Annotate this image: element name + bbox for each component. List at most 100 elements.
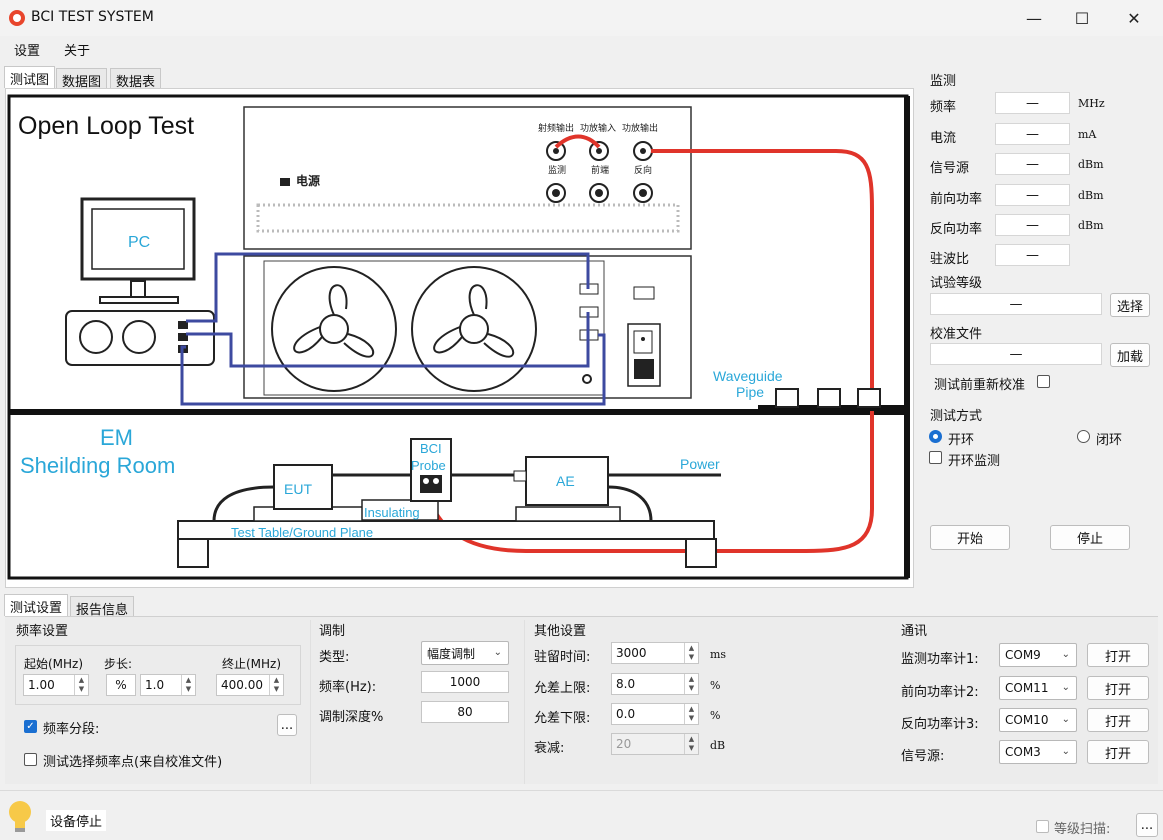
- upper-tolerance-spinner[interactable]: ▲▼: [684, 674, 698, 694]
- em-room-label-1: EM: [100, 425, 133, 450]
- monitor-unit-current: mA: [1078, 128, 1097, 141]
- lower-tolerance-input[interactable]: 0.0▲▼: [611, 703, 699, 725]
- close-button[interactable]: ✕: [1110, 0, 1158, 36]
- step-label: 步长:: [104, 657, 133, 671]
- minimize-icon: —: [1026, 8, 1042, 28]
- panel-divider: [310, 620, 311, 784]
- monitor-label-frequency: 频率: [930, 100, 957, 115]
- comm-port-reverse-select[interactable]: COM10⌄: [999, 708, 1077, 732]
- upper-tolerance-unit: %: [710, 679, 721, 692]
- calibration-title: 校准文件: [930, 327, 983, 342]
- panel-label-rf-out: 射频输出: [538, 122, 574, 133]
- monitor-value-vswr: —: [995, 244, 1070, 266]
- tab-data-table[interactable]: 数据表: [110, 68, 162, 90]
- dwell-input[interactable]: 3000▲▼: [611, 642, 699, 664]
- bci-label-1: BCI: [420, 441, 442, 456]
- status-bar: [0, 790, 1163, 840]
- freq-segment-checkbox[interactable]: ✓: [24, 720, 37, 733]
- step-unit: %: [106, 674, 136, 696]
- test-diagram-panel: Open Loop Test 射频输出 功放输入 功放输出 监测 前端 反向 电…: [5, 88, 914, 588]
- end-freq-value: 400.00: [221, 678, 263, 692]
- monitor-label-reverse: 反向功率: [930, 222, 983, 237]
- mod-freq-label: 频率(Hz):: [319, 680, 377, 695]
- monitor-unit-frequency: MHz: [1078, 97, 1105, 110]
- maximize-icon: ☐: [1074, 8, 1090, 28]
- calibration-file-value: —: [930, 343, 1102, 365]
- select-points-checkbox[interactable]: [24, 753, 37, 766]
- test-mode-title: 测试方式: [930, 409, 983, 424]
- open-forward-port-button[interactable]: 打开: [1087, 676, 1149, 700]
- level-scan-more-button[interactable]: ...: [1136, 813, 1158, 837]
- freq-settings-title: 频率设置: [16, 624, 69, 639]
- ae-label: AE: [556, 473, 575, 489]
- lower-tolerance-spinner[interactable]: ▲▼: [684, 704, 698, 724]
- recalibrate-checkbox[interactable]: [1037, 375, 1050, 388]
- tab-test-settings[interactable]: 测试设置: [4, 594, 69, 616]
- comm-port-monitor-select[interactable]: COM9⌄: [999, 643, 1077, 667]
- start-freq-spinner[interactable]: ▲▼: [74, 675, 88, 695]
- mod-type-select[interactable]: 幅度调制⌄: [421, 641, 509, 665]
- mod-depth-input[interactable]: 80: [421, 701, 509, 723]
- monitor-label-vswr: 驻波比: [930, 252, 970, 267]
- maximize-button[interactable]: ☐: [1058, 0, 1106, 36]
- select-points-label: 测试选择频率点(来自校准文件): [43, 755, 223, 770]
- title-bar: [0, 0, 1163, 36]
- tab-data-chart[interactable]: 数据图: [56, 68, 108, 90]
- start-freq-input[interactable]: 1.00▲▼: [23, 674, 89, 696]
- attenuation-spinner: ▲▼: [684, 734, 698, 754]
- mod-depth-label: 调制深度%: [319, 710, 384, 725]
- open-reverse-port-button[interactable]: 打开: [1087, 708, 1149, 732]
- mod-freq-input[interactable]: 1000: [421, 671, 509, 693]
- recalibrate-label: 测试前重新校准: [934, 378, 1026, 393]
- closed-loop-label: 闭环: [1096, 433, 1123, 448]
- bci-label-2: Probe: [411, 458, 446, 473]
- mod-type-label: 类型:: [319, 650, 350, 665]
- open-loop-radio[interactable]: [929, 430, 942, 443]
- panel-label-front: 前端: [591, 164, 609, 175]
- start-button[interactable]: 开始: [930, 525, 1010, 550]
- chevron-down-icon: ⌄: [1061, 649, 1070, 660]
- upper-tolerance-input[interactable]: 8.0 ▲▼: [611, 673, 699, 695]
- panel-label-amp-in: 功放输入: [580, 122, 616, 133]
- freq-segment-more-button[interactable]: ...: [277, 714, 297, 736]
- attenuation-unit: dB: [710, 739, 726, 752]
- chevron-down-icon: ⌄: [1061, 714, 1070, 725]
- comm-port-signal-select[interactable]: COM3⌄: [999, 740, 1077, 764]
- menu-about[interactable]: 关于: [64, 44, 91, 59]
- monitor-label-forward: 前向功率: [930, 192, 983, 207]
- upper-tolerance-value: 8.0: [616, 677, 636, 691]
- attenuation-label: 衰减:: [534, 741, 565, 756]
- freq-segment-label: 频率分段:: [43, 722, 100, 737]
- open-signal-port-button[interactable]: 打开: [1087, 740, 1149, 764]
- attenuation-input: 20▲▼: [611, 733, 699, 755]
- minimize-button[interactable]: —: [1010, 0, 1058, 36]
- dwell-unit: ms: [710, 648, 727, 661]
- load-calibration-button[interactable]: 加载: [1110, 343, 1150, 367]
- comm-port-signal-value: COM3: [1005, 745, 1041, 759]
- end-freq-input[interactable]: 400.00 ▲▼: [216, 674, 284, 696]
- monitor-unit-forward: dBm: [1078, 189, 1104, 202]
- closed-loop-radio[interactable]: [1077, 430, 1090, 443]
- open-monitor-port-button[interactable]: 打开: [1087, 643, 1149, 667]
- monitor-label-signal: 信号源: [930, 161, 970, 176]
- comm-title: 通讯: [901, 624, 928, 639]
- comm-port-forward-value: COM11: [1005, 681, 1049, 695]
- level-scan-checkbox[interactable]: [1036, 820, 1049, 833]
- open-loop-monitor-checkbox[interactable]: [929, 451, 942, 464]
- menu-settings[interactable]: 设置: [14, 44, 41, 59]
- open-loop-diagram: Open Loop Test 射频输出 功放输入 功放输出 监测 前端 反向 电…: [6, 89, 913, 587]
- panel-label-amp-out: 功放输出: [622, 122, 658, 133]
- open-loop-monitor-label: 开环监测: [948, 454, 1001, 469]
- comm-port-forward-select[interactable]: COM11⌄: [999, 676, 1077, 700]
- end-freq-spinner[interactable]: ▲▼: [269, 675, 283, 695]
- test-level-value: —: [930, 293, 1102, 315]
- dwell-spinner[interactable]: ▲▼: [684, 643, 698, 663]
- step-input[interactable]: 1.0▲▼: [140, 674, 196, 696]
- select-level-button[interactable]: 选择: [1110, 293, 1150, 317]
- tab-report-info[interactable]: 报告信息: [70, 596, 135, 618]
- step-spinner[interactable]: ▲▼: [181, 675, 195, 695]
- waveguide-label-1: Waveguide: [713, 368, 783, 384]
- waveguide-label-2: Pipe: [736, 384, 764, 400]
- stop-button[interactable]: 停止: [1050, 525, 1130, 550]
- tab-test-diagram[interactable]: 测试图: [4, 66, 56, 88]
